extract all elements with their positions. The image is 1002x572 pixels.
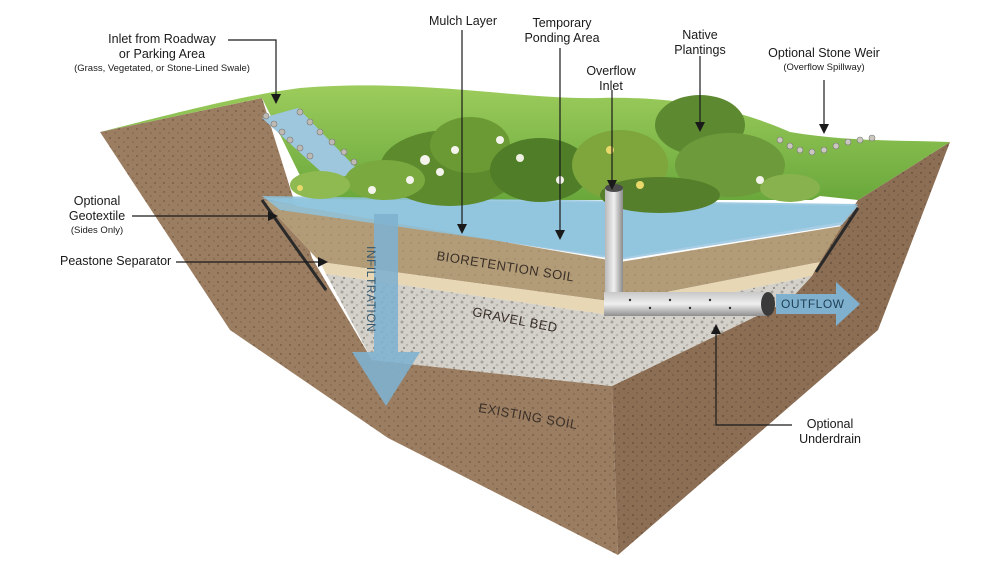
underdrain-pipe [604, 292, 768, 316]
infiltration-label: INFILTRATION [364, 246, 378, 333]
ponding-label: Temporary Ponding Area [508, 16, 616, 46]
underdrain-label: Optional Underdrain [792, 417, 868, 447]
inlet-swale [262, 108, 360, 180]
inlet-label: Inlet from Roadway or Parking Area (Gras… [62, 32, 262, 75]
leader-lines [132, 30, 825, 426]
leader-arrowheads [268, 94, 829, 334]
weir-label-line1: Optional Stone Weir [768, 46, 880, 60]
peastone-label: Peastone Separator [60, 254, 172, 268]
overflow-inlet-label-line2: Inlet [599, 79, 623, 93]
ponding-label-line2: Ponding Area [524, 31, 600, 45]
weir-label-sub: (Overflow Spillway) [783, 62, 865, 73]
native-label-line1: Native [682, 28, 718, 42]
underdrain-perforations [628, 298, 732, 310]
geotextile-label: Optional Geotextile (Sides Only) [62, 194, 132, 237]
native-plantings [290, 95, 820, 213]
infiltration-arrow [352, 214, 420, 406]
outflow-label: OUTFLOW [781, 297, 845, 311]
geotextile-label-line2: Geotextile [68, 209, 126, 223]
overflow-inlet-label: Overflow Inlet [572, 64, 650, 94]
inlet-label-line2: or Parking Area [118, 47, 206, 61]
outflow-arrow [776, 282, 860, 326]
inlet-label-sub: (Grass, Vegetated, or Stone-Lined Swale) [74, 63, 250, 74]
stone-weir-label: Optional Stone Weir (Overflow Spillway) [754, 46, 894, 74]
geotextile-right [814, 207, 860, 273]
native-plantings-label: Native Plantings [660, 28, 740, 58]
underdrain-label-line1: Optional [806, 417, 854, 431]
inlet-stones [262, 108, 358, 166]
existing-soil-right-face [612, 142, 950, 555]
mulch-label: Mulch Layer [428, 14, 498, 28]
overflow-inlet-pipe [605, 188, 623, 300]
overflow-inlet-label-line1: Overflow [586, 64, 636, 78]
geotextile-label-sub: (Sides Only) [70, 225, 124, 236]
peastone-separator [320, 262, 820, 316]
underdrain-label-line2: Underdrain [799, 432, 861, 446]
native-label-line2: Plantings [674, 43, 726, 57]
inlet-label-line1: Inlet from Roadway [108, 32, 216, 46]
existing-soil-left-face [100, 98, 618, 555]
ponding-label-line1: Temporary [532, 16, 592, 30]
stone-weir [776, 134, 876, 156]
geotextile-label-line1: Optional [73, 194, 121, 208]
